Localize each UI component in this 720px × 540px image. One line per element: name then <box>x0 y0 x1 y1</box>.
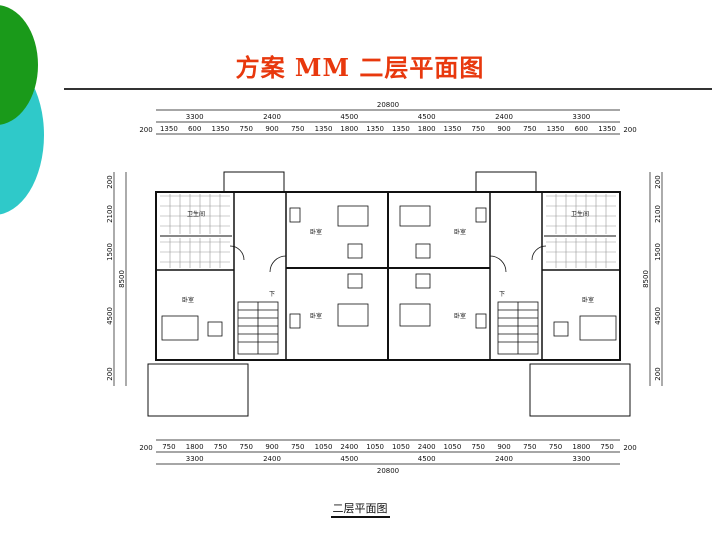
dim-bottom-secondary: 750 <box>600 443 613 451</box>
dim-bottom-secondary: 750 <box>472 443 485 451</box>
dim-top-secondary: 1350 <box>366 125 384 133</box>
slide-title: 方案 MM 二层平面图 <box>235 53 485 82</box>
dim-bottom-primary: 4500 <box>418 455 436 463</box>
dim-side-left: 200 <box>106 175 114 188</box>
dim-bottom-primary: 3300 <box>572 455 590 463</box>
plan-tile-grid <box>160 194 616 268</box>
room-label-bedroom: 卧室 <box>310 312 322 320</box>
dim-top-secondary: 1350 <box>444 125 462 133</box>
dim-top-secondary: 1350 <box>547 125 565 133</box>
dim-bottom-secondary: 750 <box>162 443 175 451</box>
dim-top-secondary: 1800 <box>418 125 436 133</box>
plan-dimension-labels: 20800 3300 2400 4500 4500 2400 3300 1350 600 1350… <box>106 101 662 475</box>
dim-side-right: 1500 <box>654 243 662 261</box>
decorative-corner-shapes <box>0 5 44 215</box>
dim-edge-bottom-left: 200 <box>139 444 152 452</box>
dim-bottom-secondary: 750 <box>214 443 227 451</box>
dim-top-secondary: 1350 <box>315 125 333 133</box>
room-label-toilet: 卫生间 <box>571 210 589 218</box>
dim-side-right: 4500 <box>654 307 662 325</box>
dim-bottom-primary: 2400 <box>263 455 281 463</box>
dim-bottom-primary: 4500 <box>340 455 358 463</box>
room-label-stair-down: 下 <box>269 291 275 298</box>
room-label-bedroom: 卧室 <box>454 228 466 236</box>
dim-top-primary: 4500 <box>418 113 436 121</box>
deco-green-shape <box>0 5 38 125</box>
dim-top-secondary: 750 <box>472 125 485 133</box>
dim-bottom-secondary: 750 <box>523 443 536 451</box>
dim-bottom-primary: 3300 <box>186 455 204 463</box>
dim-total-top: 20800 <box>377 101 399 109</box>
dim-bottom-primary: 2400 <box>495 455 513 463</box>
dim-bottom-secondary: 750 <box>549 443 562 451</box>
dim-edge-bottom-right: 200 <box>623 444 636 452</box>
dim-top-secondary: 900 <box>497 125 510 133</box>
dim-top-secondary: 1350 <box>212 125 230 133</box>
dim-side-total-right: 8500 <box>642 270 650 288</box>
dim-top-primary: 3300 <box>186 113 204 121</box>
room-label-bedroom: 卧室 <box>454 312 466 320</box>
dim-total-bottom: 20800 <box>377 467 399 475</box>
dim-top-secondary: 1350 <box>392 125 410 133</box>
dim-side-left: 1500 <box>106 243 114 261</box>
dim-top-secondary: 600 <box>188 125 201 133</box>
dim-top-primary: 3300 <box>572 113 590 121</box>
dim-edge-top-right: 200 <box>623 126 636 134</box>
dim-bottom-secondary: 900 <box>497 443 510 451</box>
dim-top-secondary: 750 <box>240 125 253 133</box>
dim-top-secondary: 1350 <box>160 125 178 133</box>
dim-side-right: 2100 <box>654 205 662 223</box>
plan-walls <box>147 171 631 417</box>
room-label-bedroom: 卧室 <box>182 296 194 304</box>
dim-bottom-secondary: 1800 <box>572 443 590 451</box>
dim-bottom-secondary: 750 <box>240 443 253 451</box>
dim-bottom-secondary: 1050 <box>366 443 384 451</box>
plan-furniture <box>161 205 617 341</box>
dim-bottom-secondary: 2400 <box>418 443 436 451</box>
room-label-stair-down: 下 <box>499 291 505 298</box>
dim-top-primary: 2400 <box>263 113 281 121</box>
dim-side-right: 200 <box>654 367 662 380</box>
dim-side-total-left: 8500 <box>118 270 126 288</box>
dim-top-secondary: 900 <box>265 125 278 133</box>
room-label-bedroom: 卧室 <box>310 228 322 236</box>
dim-top-secondary: 750 <box>523 125 536 133</box>
dim-side-left: 4500 <box>106 307 114 325</box>
dim-side-left: 2100 <box>106 205 114 223</box>
title-underline <box>64 88 712 90</box>
drawing-caption: 二层平面图 <box>0 500 720 518</box>
dim-bottom-secondary: 900 <box>265 443 278 451</box>
caption-text: 二层平面图 <box>330 502 390 518</box>
dim-top-secondary: 1800 <box>340 125 358 133</box>
room-label-toilet: 卫生间 <box>187 210 205 218</box>
floor-plan-drawing: 20800 3300 2400 4500 4500 2400 3300 1350 600 1350… <box>106 101 663 475</box>
dim-top-secondary: 600 <box>575 125 588 133</box>
dim-top-secondary: 750 <box>291 125 304 133</box>
dim-top-secondary: 1350 <box>598 125 616 133</box>
plan-door-swings <box>229 245 547 273</box>
plan-room-labels: 卫生间卫生间卧室卧室卧室卧室卧室卧室下下 <box>182 210 594 320</box>
dim-bottom-secondary: 2400 <box>340 443 358 451</box>
dim-top-primary: 2400 <box>495 113 513 121</box>
room-label-bedroom: 卧室 <box>582 296 594 304</box>
dim-bottom-secondary: 1050 <box>392 443 410 451</box>
plan-dimension-lines <box>113 109 663 465</box>
dim-side-left: 200 <box>106 367 114 380</box>
dim-top-primary: 4500 <box>340 113 358 121</box>
dim-side-right: 200 <box>654 175 662 188</box>
dim-edge-top-left: 200 <box>139 126 152 134</box>
dim-bottom-secondary: 1050 <box>315 443 333 451</box>
dim-bottom-secondary: 750 <box>291 443 304 451</box>
dim-bottom-secondary: 1050 <box>444 443 462 451</box>
plan-stairs <box>237 301 539 355</box>
dim-bottom-secondary: 1800 <box>186 443 204 451</box>
